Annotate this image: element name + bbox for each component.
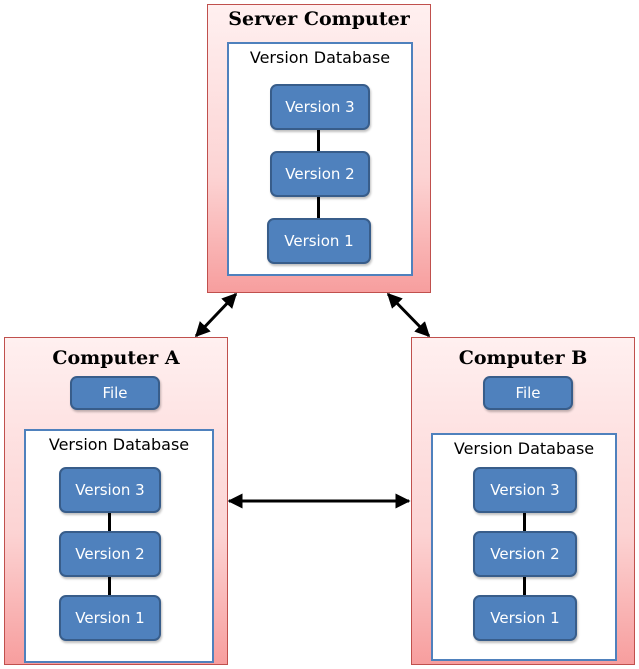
computer-a-title: Computer A: [52, 347, 180, 369]
server-connector-2-1: [317, 194, 320, 220]
computer-b-version-3: Version 3: [473, 467, 577, 513]
server-computer-panel: Server Computer Version Database Version…: [207, 4, 431, 293]
computer-a-version-3: Version 3: [59, 467, 161, 513]
computer-b-connector-3-2: [523, 511, 526, 533]
computer-b-version-2: Version 2: [473, 531, 577, 577]
server-version-2: Version 2: [270, 151, 370, 197]
computer-b-file: File: [483, 376, 573, 410]
computer-b-connector-2-1: [523, 575, 526, 597]
computer-a-version-database: Version Database Version 3 Version 2 Ver…: [24, 429, 214, 663]
computer-b-version-1: Version 1: [473, 595, 577, 641]
computer-a-panel: Computer A File Version Database Version…: [4, 337, 228, 665]
arrow-server-to-computer-a: [194, 292, 238, 338]
computer-a-version-database-label: Version Database: [48, 435, 190, 454]
computer-b-version-database: Version Database Version 3 Version 2 Ver…: [431, 433, 617, 661]
computer-a-version-2: Version 2: [59, 531, 161, 577]
computer-a-version-1: Version 1: [59, 595, 161, 641]
server-connector-3-2: [317, 128, 320, 154]
server-version-database-label: Version Database: [249, 48, 391, 67]
computer-b-panel: Computer B File Version Database Version…: [411, 337, 635, 665]
computer-b-version-database-label: Version Database: [453, 439, 595, 458]
server-computer-title: Server Computer: [228, 8, 410, 30]
computer-a-connector-3-2: [108, 511, 111, 533]
server-version-3: Version 3: [270, 84, 370, 130]
computer-a-file: File: [70, 376, 160, 410]
computer-a-connector-2-1: [108, 575, 111, 597]
server-version-1: Version 1: [267, 218, 371, 264]
server-version-database: Version Database Version 3 Version 2 Ver…: [227, 42, 413, 276]
arrow-server-to-computer-b: [386, 292, 431, 338]
computer-b-title: Computer B: [458, 347, 588, 369]
